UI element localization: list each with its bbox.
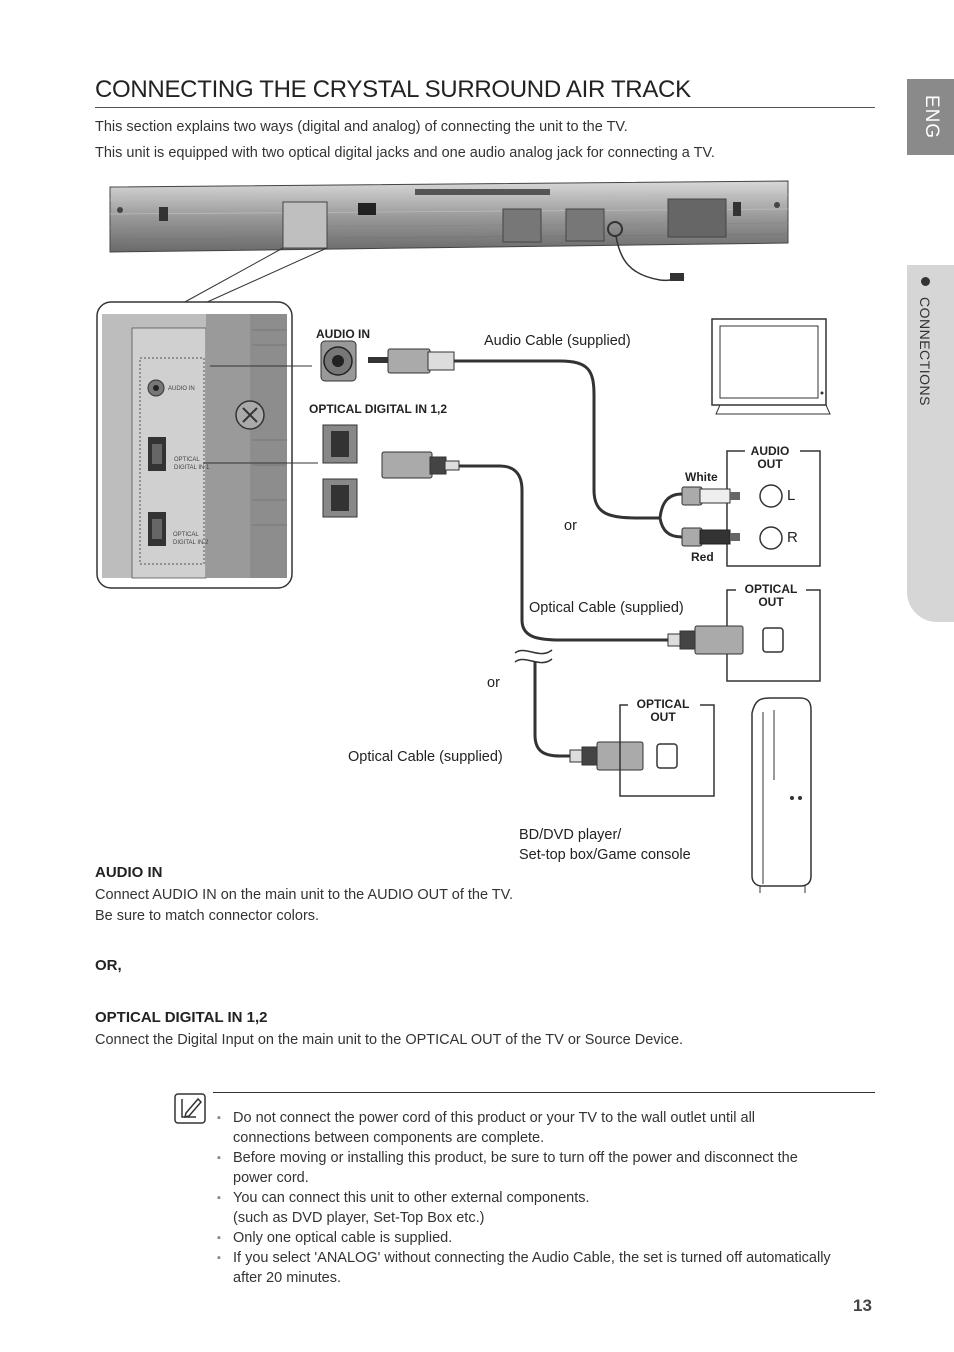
player-label-line-1: BD/DVD player/ bbox=[519, 827, 622, 843]
inset-optical-1-text: OPTICAL DIGITAL IN 1 bbox=[174, 457, 210, 471]
audio-out-line-2: OUT bbox=[757, 457, 783, 471]
audio-cable-label: Audio Cable (supplied) bbox=[484, 333, 631, 349]
right-channel-label: R bbox=[787, 529, 798, 546]
optical-plug-tv bbox=[667, 625, 744, 655]
optical-cable-label-1: Optical Cable (supplied) bbox=[529, 600, 684, 616]
player-label: BD/DVD player/ Set-top box/Game console bbox=[519, 825, 691, 865]
intro-line-1: This section explains two ways (digital … bbox=[95, 119, 628, 135]
soundbar-illustration bbox=[109, 180, 789, 282]
notes-divider bbox=[213, 1092, 875, 1093]
tv-optical-out-line-1: OPTICAL bbox=[744, 582, 798, 596]
optical-plug-player bbox=[569, 741, 644, 771]
tv-illustration bbox=[711, 318, 831, 415]
optical-in-label: OPTICAL DIGITAL IN 1,2 bbox=[309, 402, 448, 416]
rca-white-plug bbox=[681, 486, 740, 506]
note-1-line-2: connections between components are compl… bbox=[233, 1130, 545, 1146]
connection-diagram bbox=[96, 180, 831, 893]
optical-in-jacks bbox=[322, 424, 358, 518]
note-3-line-2: (such as DVD player, Set-Top Box etc.) bbox=[233, 1210, 485, 1226]
player-illustration bbox=[751, 697, 812, 893]
intro-line-2: This unit is equipped with two optical d… bbox=[95, 145, 715, 161]
audio-out-line-1: AUDIO bbox=[750, 444, 790, 458]
audio-in-text-1: Connect AUDIO IN on the main unit to the… bbox=[95, 887, 514, 903]
or-label-1: or bbox=[564, 518, 577, 534]
audio-out-label: AUDIO OUT bbox=[743, 445, 797, 471]
note-pencil-icon bbox=[174, 1093, 206, 1124]
audio-in-description: Connect AUDIO IN on the main unit to the… bbox=[95, 885, 513, 927]
inset-closeup bbox=[96, 301, 318, 589]
page-title: CONNECTING THE CRYSTAL SURROUND AIR TRAC… bbox=[95, 76, 875, 108]
optical-cable-plug bbox=[381, 451, 460, 479]
optical-text-1: Connect the Digital Input on the main un… bbox=[95, 1032, 684, 1048]
page-number: 13 bbox=[853, 1296, 872, 1315]
note-1-line-1: Do not connect the power cord of this pr… bbox=[233, 1110, 756, 1126]
optical-cable-label-2: Optical Cable (supplied) bbox=[348, 749, 503, 765]
note-item: You can connect this unit to other exter… bbox=[215, 1188, 870, 1228]
inset-optical-2-text: OPTICAL DIGITAL IN 2 bbox=[173, 532, 209, 546]
note-item: Do not connect the power cord of this pr… bbox=[215, 1108, 870, 1148]
optical-heading: OPTICAL DIGITAL IN 1,2 bbox=[95, 1009, 268, 1026]
player-optical-out-label: OPTICAL OUT bbox=[630, 698, 696, 724]
note-2-line-1: Before moving or installing this product… bbox=[233, 1150, 798, 1166]
language-tab: ENG bbox=[907, 79, 954, 155]
optical-description: Connect the Digital Input on the main un… bbox=[95, 1030, 683, 1051]
note-5-line-2: after 20 minutes. bbox=[233, 1270, 341, 1286]
audio-in-jack bbox=[320, 340, 357, 382]
player-optical-out-line-2: OUT bbox=[650, 710, 676, 724]
tv-optical-out-line-2: OUT bbox=[758, 595, 784, 609]
audio-in-text-2: Be sure to match connector colors. bbox=[95, 908, 320, 924]
bullet-icon bbox=[921, 277, 930, 286]
section-tab: CONNECTIONS bbox=[907, 265, 954, 622]
note-5-line-1: If you select 'ANALOG' without connectin… bbox=[233, 1250, 831, 1266]
note-4-line-1: Only one optical cable is supplied. bbox=[233, 1230, 453, 1246]
audio-in-heading: AUDIO IN bbox=[95, 864, 163, 881]
note-2-line-2: power cord. bbox=[233, 1170, 309, 1186]
player-optical-out-line-1: OPTICAL bbox=[636, 697, 690, 711]
note-3-line-1: You can connect this unit to other exter… bbox=[233, 1190, 590, 1206]
audio-cable-plug bbox=[368, 348, 455, 374]
red-label: Red bbox=[691, 550, 714, 564]
rca-red-plug bbox=[681, 527, 740, 547]
inset-audio-in-text: AUDIO IN bbox=[168, 386, 195, 392]
white-label: White bbox=[685, 470, 718, 484]
notes-list: Do not connect the power cord of this pr… bbox=[215, 1108, 870, 1288]
note-item: Before moving or installing this product… bbox=[215, 1148, 870, 1188]
note-item: If you select 'ANALOG' without connectin… bbox=[215, 1248, 870, 1288]
player-label-line-2: Set-top box/Game console bbox=[519, 847, 691, 863]
or-heading: OR, bbox=[95, 957, 122, 974]
note-item: Only one optical cable is supplied. bbox=[215, 1228, 870, 1248]
audio-in-label: AUDIO IN bbox=[316, 327, 370, 341]
or-label-2: or bbox=[487, 675, 500, 691]
left-channel-label: L bbox=[787, 487, 796, 504]
tv-optical-out-label: OPTICAL OUT bbox=[738, 583, 804, 609]
